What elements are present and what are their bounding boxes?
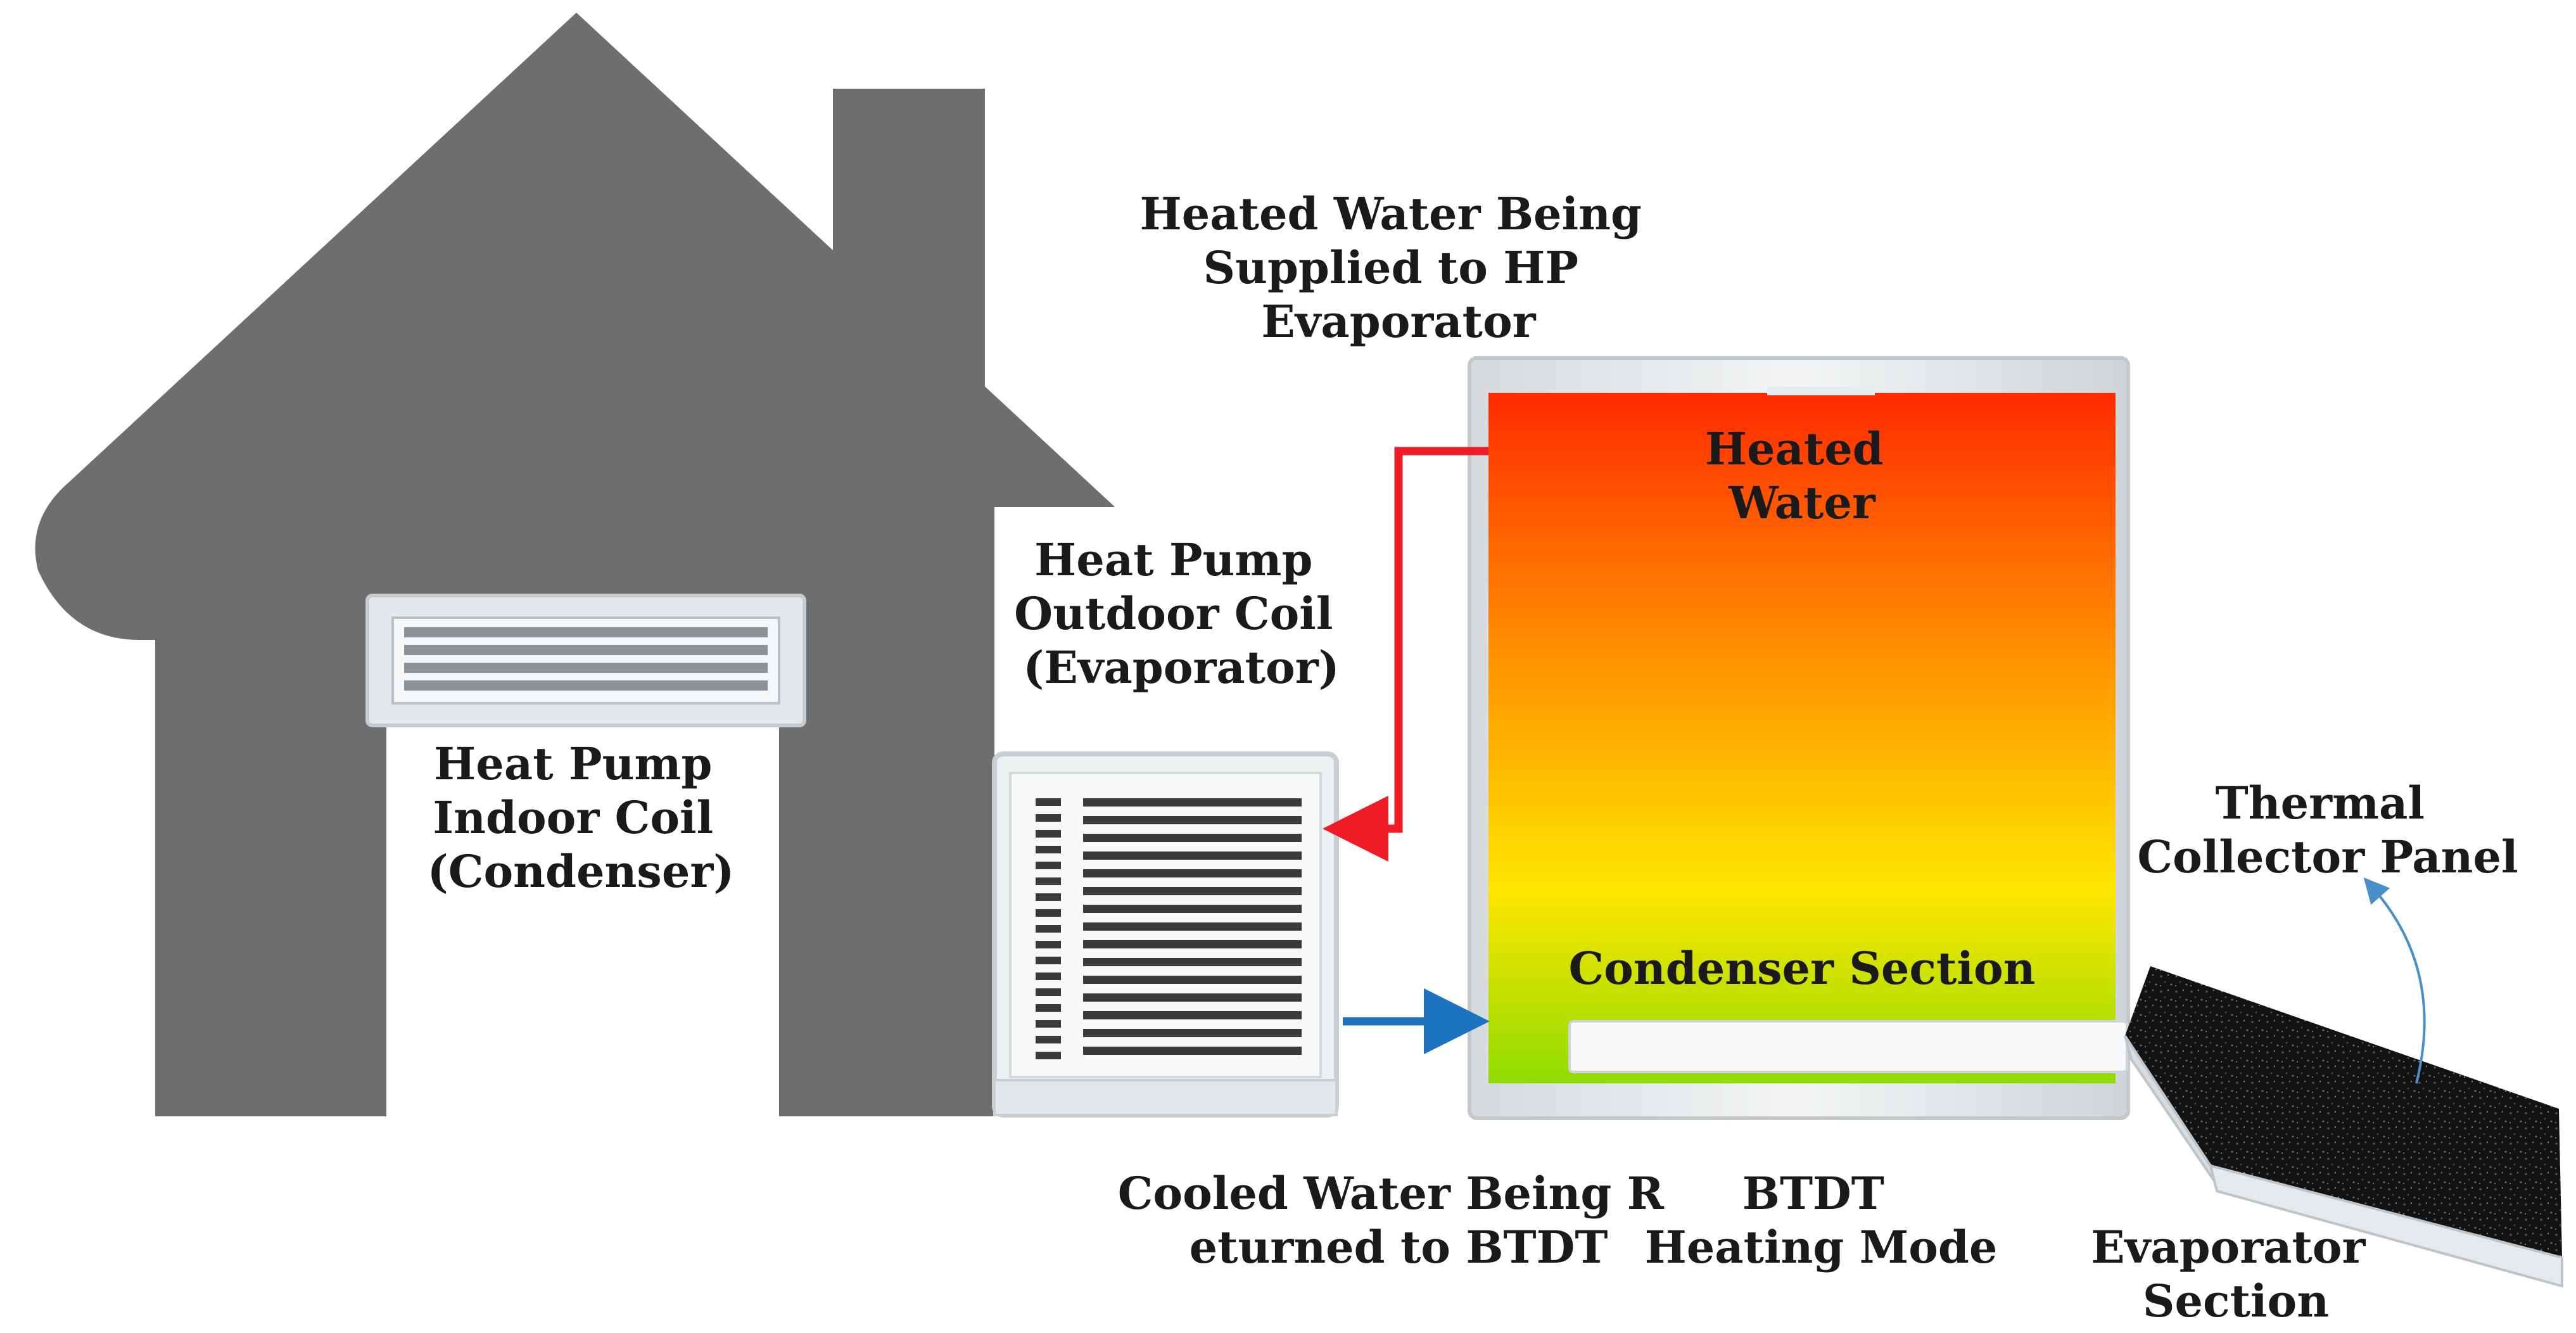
air-vent-icon bbox=[365, 594, 806, 727]
grille-slat-short bbox=[1036, 846, 1061, 853]
grille-slat-short bbox=[1036, 877, 1061, 885]
cooled-water-returned-label: Cooled Water Being R eturned to BTDT bbox=[1118, 1167, 1680, 1273]
grille-slat-long bbox=[1083, 940, 1302, 948]
grille-slat-long bbox=[1083, 958, 1302, 966]
house bbox=[35, 13, 1115, 1116]
condenser-section-label: Condenser Section bbox=[1568, 942, 2035, 995]
grille-slat-long bbox=[1083, 976, 1302, 984]
heated-water-supplied-label: Heated Water Being Supplied to HP Evapor… bbox=[1140, 188, 1658, 348]
indoor-coil-label: Heat Pump Indoor Coil (Condenser) bbox=[428, 737, 735, 898]
heat-pump-unit-icon bbox=[992, 520, 1339, 1118]
btdt-heating-mode-label: BTDT Heating Mode bbox=[1645, 1167, 1998, 1273]
thermal-collector-label: Thermal Collector Panel bbox=[2137, 777, 2518, 883]
grille-slat-long bbox=[1083, 905, 1302, 913]
grille-slat-short bbox=[1036, 814, 1061, 822]
grille-slat-short bbox=[1036, 1020, 1061, 1028]
grille-slat-short bbox=[1036, 798, 1061, 806]
grille-slat-short bbox=[1036, 941, 1061, 948]
grille-slat-short bbox=[1036, 893, 1061, 901]
grille-slat-long bbox=[1083, 887, 1302, 895]
grille-slat-long bbox=[1083, 851, 1302, 860]
grille-slat-long bbox=[1083, 993, 1302, 1002]
grille-slat-long bbox=[1083, 1011, 1302, 1019]
grille-slat-long bbox=[1083, 834, 1302, 842]
unit-grille bbox=[1036, 798, 1302, 1059]
grille-slat-short bbox=[1036, 830, 1061, 838]
grille-slat-long bbox=[1083, 798, 1302, 807]
condenser-coil bbox=[1568, 1020, 2128, 1073]
grille-slat-long bbox=[1083, 816, 1302, 824]
heated-water-label: Heated Water bbox=[1705, 423, 1899, 529]
btdt-tank bbox=[1468, 356, 2130, 1120]
grille-slat-short bbox=[1036, 862, 1061, 869]
grille-slat-long bbox=[1083, 1047, 1302, 1055]
grille-slat-short bbox=[1036, 909, 1061, 917]
grille-slat-short bbox=[1036, 973, 1061, 980]
grille-slat-short bbox=[1036, 1052, 1061, 1059]
grille-slat-long bbox=[1083, 1029, 1302, 1037]
grille-slat-short bbox=[1036, 957, 1061, 964]
grille-slat-short bbox=[1036, 1004, 1061, 1012]
hot-water-pipe bbox=[1323, 447, 1488, 862]
house-silhouette bbox=[35, 13, 1115, 1116]
collector-pointer-arrow bbox=[2363, 877, 2426, 1084]
thermal-collector-panel bbox=[2124, 966, 2563, 1288]
grille-slat-short bbox=[1036, 988, 1061, 996]
grille-slat-short bbox=[1036, 925, 1061, 933]
evaporator-section-label: Evaporator Section bbox=[2091, 1221, 2381, 1327]
grille-slat-long bbox=[1083, 922, 1302, 931]
grille-slat-short bbox=[1036, 1036, 1061, 1043]
outdoor-coil-label: Heat Pump Outdoor Coil (Evaporator) bbox=[1014, 533, 1348, 694]
grille-slat-long bbox=[1083, 869, 1302, 877]
